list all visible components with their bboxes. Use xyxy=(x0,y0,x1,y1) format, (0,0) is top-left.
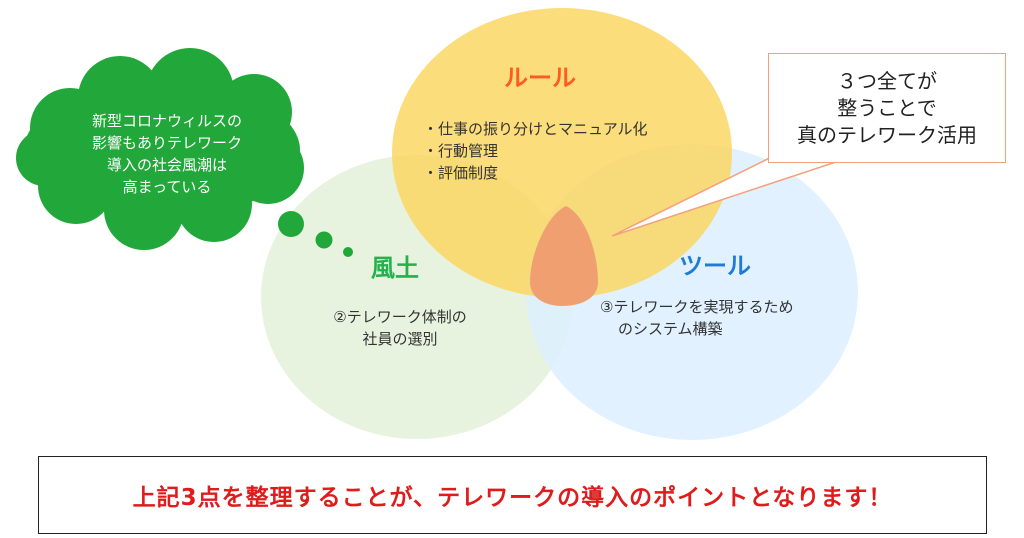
conclusion-text: 上記3点を整理することが、テレワークの導入のポイントとなります！ xyxy=(132,485,893,511)
rule-circle xyxy=(392,8,732,298)
tool-line: のシステム構築 xyxy=(618,320,723,338)
tool-description: ③テレワークを実現するため のシステム構築 xyxy=(600,296,860,340)
thought-bubble-small xyxy=(343,247,353,257)
callout-line: ３つ全てが xyxy=(837,69,937,93)
fudo-line: ②テレワーク体制の xyxy=(333,308,467,326)
cloud-line: 影響もありテレワーク xyxy=(91,134,242,152)
center-intersection xyxy=(530,206,598,306)
conclusion-box: 上記3点を整理することが、テレワークの導入のポイントとなります！ xyxy=(38,456,987,534)
callout-box: ３つ全てが 整うことで 真のテレワーク活用 xyxy=(768,53,1006,163)
cloud-line: 新型コロナウィルスの xyxy=(91,112,242,130)
cloud-line: 高まっている xyxy=(122,178,212,196)
fudo-description: ②テレワーク体制の 社員の選別 xyxy=(290,306,510,350)
rule-item-list: ・仕事の振り分けとマニュアル化 ・行動管理 ・評価制度 xyxy=(423,118,648,184)
tool-line: ③テレワークを実現するため xyxy=(600,298,794,316)
thought-cloud xyxy=(16,48,304,250)
callout-line: 整うことで xyxy=(837,96,937,120)
rule-title: ルール xyxy=(504,64,576,92)
thought-bubble-medium xyxy=(315,231,333,249)
fudo-line: 社員の選別 xyxy=(362,330,438,348)
cloud-text: 新型コロナウィルスの 影響もありテレワーク 導入の社会風潮は 高まっている xyxy=(48,110,286,198)
rule-item: ・評価制度 xyxy=(423,164,499,182)
fudo-title: 風土 xyxy=(371,254,419,282)
rule-item: ・仕事の振り分けとマニュアル化 xyxy=(423,120,648,138)
rule-item: ・行動管理 xyxy=(423,142,499,160)
thought-bubble-large xyxy=(278,211,304,237)
tool-title: ツール xyxy=(679,252,751,280)
callout-line: 真のテレワーク活用 xyxy=(797,123,977,147)
cloud-line: 導入の社会風潮は xyxy=(106,156,227,174)
